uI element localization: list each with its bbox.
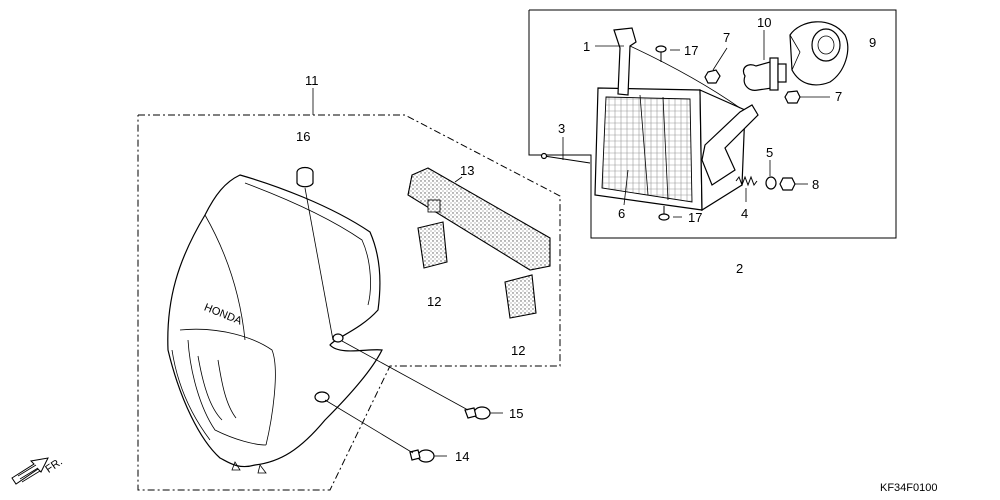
- callout-5: 5: [766, 145, 773, 160]
- upper-bracket: [407, 167, 551, 271]
- callout-17-upper: 17: [684, 43, 698, 58]
- callout-13: 13: [460, 163, 474, 178]
- headlight-assembly-box: [528, 9, 897, 239]
- callout-1: 1: [583, 39, 590, 54]
- diagram-code: KF34F0100: [880, 482, 937, 494]
- adjusting-screw: [540, 152, 591, 164]
- callout-16: 16: [296, 129, 310, 144]
- callout-9: 9: [869, 35, 876, 50]
- socket-cover: [789, 21, 849, 86]
- callout-7-lower: 7: [835, 89, 842, 104]
- cowl-assembly-box: [137, 114, 561, 491]
- callout-7-upper: 7: [723, 30, 730, 45]
- callout-4: 4: [741, 206, 748, 221]
- leader-lines: [304, 30, 830, 457]
- nut-7-upper: [704, 69, 721, 84]
- callout-15: 15: [509, 406, 523, 421]
- callouts: 1 2 3 4 5 6 7 7 8 9 10 11 12 12 13 14 15…: [296, 15, 876, 464]
- grommet-16: [296, 166, 314, 188]
- callout-11: 11: [305, 73, 319, 88]
- callout-3: 3: [558, 121, 565, 136]
- callout-14: 14: [455, 449, 469, 464]
- screw-17-lower: [658, 206, 670, 221]
- callout-12-upper: 12: [427, 294, 441, 309]
- screw-17-upper: [655, 45, 667, 62]
- spring: [735, 175, 758, 187]
- screw-15: [464, 406, 491, 420]
- headlight-cowl: HONDA: [167, 174, 383, 474]
- front-direction-arrow-icon: FR.: [11, 456, 65, 485]
- nut-8: [779, 177, 796, 191]
- callout-8: 8: [812, 177, 819, 192]
- nut-7-lower: [784, 90, 801, 104]
- callout-17-lower: 17: [688, 210, 702, 225]
- screw-14: [409, 449, 435, 463]
- washer: [765, 176, 777, 190]
- callout-12-lower: 12: [511, 343, 525, 358]
- callout-6: 6: [618, 206, 625, 221]
- rubber-damper-right: [504, 274, 537, 319]
- headlight-stay: [613, 27, 759, 186]
- callout-2: 2: [736, 261, 743, 276]
- rubber-damper-left: [417, 221, 448, 269]
- headlight-bulb: [742, 57, 787, 91]
- callout-10: 10: [757, 15, 771, 30]
